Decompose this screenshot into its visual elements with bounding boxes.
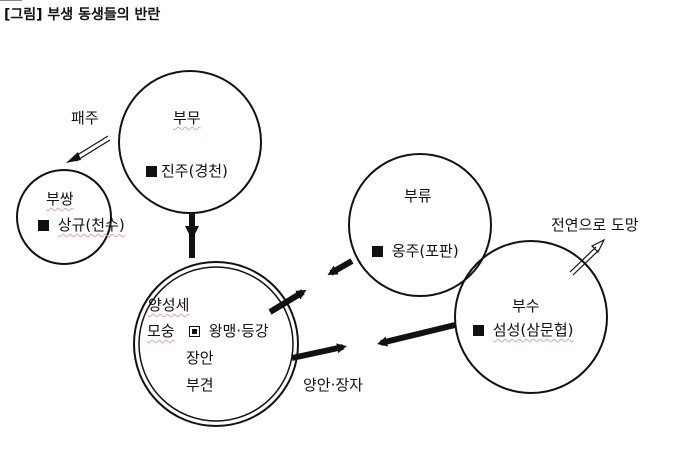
circle-bussang: [16, 169, 112, 265]
buryu-name: 부류: [404, 187, 432, 205]
center-line3-text: 장안: [186, 349, 214, 367]
black-square-icon: [38, 220, 49, 231]
arrow-flee: [569, 238, 606, 276]
caption-rule: [0, 0, 22, 1]
center-line2a-text: 모숭: [147, 322, 175, 340]
label-paeju: 패주: [71, 109, 99, 127]
bussang-name: 부쌍: [46, 190, 74, 208]
bussang-seat: 상규(천수): [38, 216, 125, 234]
bumu-seat-text: 진주(경천): [161, 162, 228, 180]
boxed-square-icon: [188, 326, 200, 337]
buryu-name-text: 부류: [404, 187, 432, 205]
circle-busu: [454, 240, 608, 394]
arrow-center-to-buryu: [268, 289, 307, 315]
circle-buryu: [348, 153, 492, 297]
black-square-icon: [372, 246, 383, 257]
buryu-seat-text: 옹주(포판): [391, 242, 459, 260]
center-line2: 모숭 왕맹·등강: [147, 322, 269, 340]
busu-seat-text: 섬성(삼문협): [492, 321, 574, 339]
center-line4-text: 부견: [186, 376, 214, 394]
circle-center-outer: [133, 261, 299, 427]
circle-bumu: [118, 70, 262, 214]
circle-center-inner: [138, 266, 294, 422]
figure-caption: [그림] 부생 동생들의 반란: [4, 7, 161, 23]
arrow-paeju: [66, 135, 111, 163]
arrow-center-to-busu: [291, 343, 347, 361]
center-line3: 장안: [186, 349, 214, 367]
arrow-buryu-to-center: [327, 258, 354, 276]
center-line2b-text: 왕맹·등강: [208, 322, 269, 340]
busu-seat: 섬성(삼문협): [473, 321, 574, 339]
bussang-name-text: 부쌍: [46, 190, 74, 208]
bumu-name: 부무: [173, 109, 201, 127]
black-square-icon: [146, 166, 157, 177]
label-flee: 전연으로 도망: [551, 216, 639, 234]
black-square-icon: [473, 325, 484, 336]
bussang-seat-text: 상규(천수): [57, 216, 125, 234]
busu-name: 부수: [512, 297, 540, 315]
arrow-bumu-down-head: [185, 226, 199, 240]
center-line1-text: 양성세: [148, 296, 190, 314]
label-yangan: 양안·장자: [303, 376, 363, 394]
buryu-seat: 옹주(포판): [372, 242, 459, 260]
center-line1: 양성세: [148, 296, 189, 314]
bumu-seat: 진주(경천): [146, 162, 228, 180]
center-line4: 부견: [186, 376, 214, 394]
arrow-busu-to-center: [377, 322, 456, 347]
busu-name-text: 부수: [512, 297, 540, 315]
bumu-name-text: 부무: [173, 109, 201, 127]
